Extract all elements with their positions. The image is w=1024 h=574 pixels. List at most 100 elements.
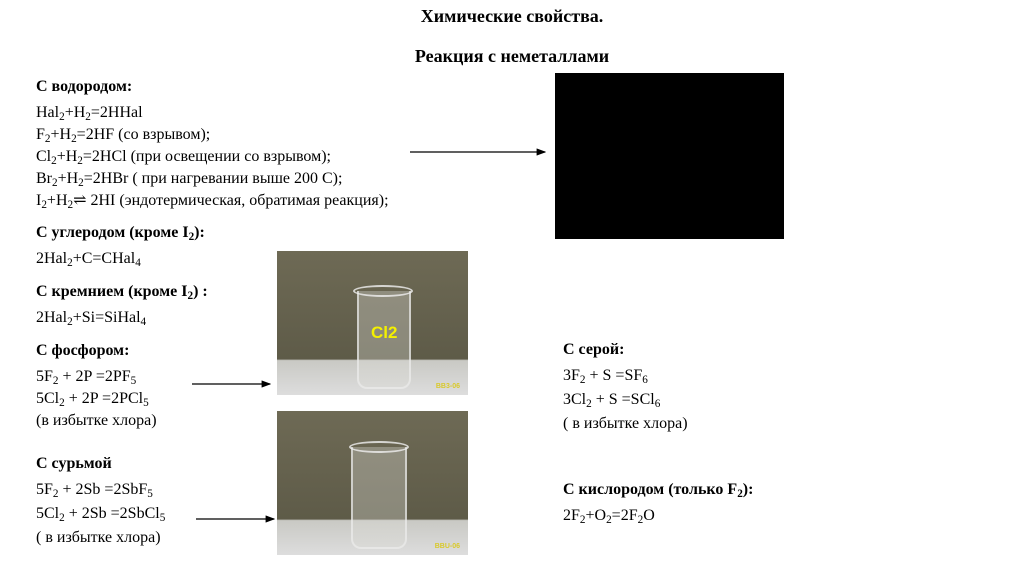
text: =2HHal: [90, 104, 143, 121]
text: F: [36, 126, 45, 143]
text: 2Hal: [36, 250, 68, 267]
text: ( в избытке хлора): [563, 415, 688, 432]
subscript: 5: [130, 375, 137, 387]
text: + S =SF: [585, 367, 643, 384]
equation-line: F2+H2=2HF (со взрывом);: [36, 124, 389, 146]
section-heading: С углеродом (кроме I2):: [36, 222, 205, 244]
equation-line: I2+H2⇌ 2HI (эндотермическая, обратимая р…: [36, 190, 389, 212]
text: (в избытке хлора): [36, 412, 157, 429]
subscript: 5: [147, 488, 153, 500]
subscript: 2: [71, 133, 77, 145]
text: + 2Sb =2SbF: [58, 481, 148, 498]
subscript: 2: [59, 397, 65, 409]
photo-reaction-beaker: BBU-06: [277, 411, 468, 555]
photo-chlorine-beaker: Cl2 BB3-06: [277, 251, 468, 395]
text: С серой:: [563, 341, 625, 358]
text: ⇌ 2HI (эндотермическая, обратимая реакци…: [73, 192, 389, 209]
subscript: 2: [52, 488, 59, 500]
equation-line: Br2+H2=2HBr ( при нагревании выше 200 С)…: [36, 168, 389, 190]
subscript: 2: [637, 514, 644, 526]
equation-line: 2F2+O2=2F2O: [563, 504, 753, 528]
subscript: 2: [67, 199, 74, 211]
text: + S =SCl: [591, 391, 655, 408]
equation-line: (в избытке хлора): [36, 410, 157, 432]
equation-line: 5Cl2 + 2P =2PCl5: [36, 388, 157, 410]
section-carbon: С углеродом (кроме I2):2Hal2+C=CHal4: [36, 222, 205, 270]
text: 5F: [36, 368, 53, 385]
text: 3F: [563, 367, 580, 384]
text: 2F: [563, 507, 580, 524]
subscript: 6: [642, 374, 648, 386]
subscript: 5: [143, 397, 149, 409]
subscript: 2: [586, 398, 592, 410]
text: С кислородом (только F: [563, 481, 738, 498]
subscript: 4: [140, 316, 147, 328]
video-placeholder[interactable]: [555, 73, 784, 239]
subscript: 2: [67, 316, 73, 328]
section-heading: С водородом:: [36, 76, 389, 98]
subscript: 2: [77, 155, 83, 167]
subscript: 5: [159, 512, 166, 524]
text: +H: [50, 126, 72, 143]
section-heading: С серой:: [563, 338, 688, 362]
watermark: BBU-06: [434, 543, 460, 550]
text: С сурьмой: [36, 455, 112, 472]
subscript: 2: [737, 488, 743, 500]
text: +H: [64, 104, 86, 121]
text: +H: [57, 170, 79, 187]
equation-line: 3Cl2 + S =SCl6: [563, 388, 688, 412]
equation-line: 3F2 + S =SF6: [563, 364, 688, 388]
text: Hal: [36, 104, 60, 121]
text: 5F: [36, 481, 53, 498]
subscript: 2: [52, 375, 59, 387]
subscript: 2: [579, 374, 586, 386]
equation-line: 5F2 + 2Sb =2SbF5: [36, 478, 165, 502]
section-heading: С кислородом (только F2):: [563, 478, 753, 502]
section-oxygen: С кислородом (только F2):2F2+O2=2F2O: [563, 478, 753, 528]
text: ):: [194, 224, 205, 241]
slide-subtitle: Реакция с неметаллами: [414, 46, 610, 66]
text: 5Cl: [36, 505, 60, 522]
text: + 2P =2PF: [58, 368, 131, 385]
subscript: 2: [52, 177, 58, 189]
slide-title: Химические свойства.: [420, 6, 604, 26]
section-heading: С кремнием (кроме I2) :: [36, 281, 208, 303]
equation-line: 2Hal2+Si=SiHal4: [36, 307, 208, 329]
text: 5Cl: [36, 390, 60, 407]
subscript: 2: [188, 231, 195, 243]
beaker-rim: [349, 441, 409, 453]
equation-line: 5Cl2 + 2Sb =2SbCl5: [36, 502, 165, 526]
text: + 2P =2PCl: [64, 390, 144, 407]
text: С углеродом (кроме I: [36, 224, 189, 241]
subscript: 2: [579, 514, 586, 526]
text: +H: [46, 192, 68, 209]
section-silicon: С кремнием (кроме I2) :2Hal2+Si=SiHal4: [36, 281, 208, 329]
text: Cl: [36, 148, 52, 165]
gas-label: Cl2: [371, 323, 398, 342]
text: ) :: [193, 283, 208, 300]
watermark: BB3-06: [435, 383, 460, 390]
subscript: 2: [59, 512, 65, 524]
text: С кремнием (кроме I: [36, 283, 188, 300]
subscript: 2: [78, 177, 84, 189]
text: +C=CHal: [72, 250, 136, 267]
text: С фосфором:: [36, 342, 130, 359]
text: ( в избытке хлора): [36, 529, 161, 546]
subscript: 2: [51, 155, 57, 167]
text: 3Cl: [563, 391, 587, 408]
text: +H: [56, 148, 78, 165]
equation-line: Cl2+H2=2HCl (при освещении со взрывом);: [36, 146, 389, 168]
equation-line: ( в избытке хлора): [36, 526, 165, 550]
text: =2F: [611, 507, 638, 524]
subscript: 2: [606, 514, 612, 526]
text: +Si=SiHal: [72, 309, 141, 326]
beaker-rim: [353, 285, 413, 297]
text: =2HCl (при освещении со взрывом);: [82, 148, 331, 165]
text: +O: [585, 507, 607, 524]
text: Br: [36, 170, 52, 187]
